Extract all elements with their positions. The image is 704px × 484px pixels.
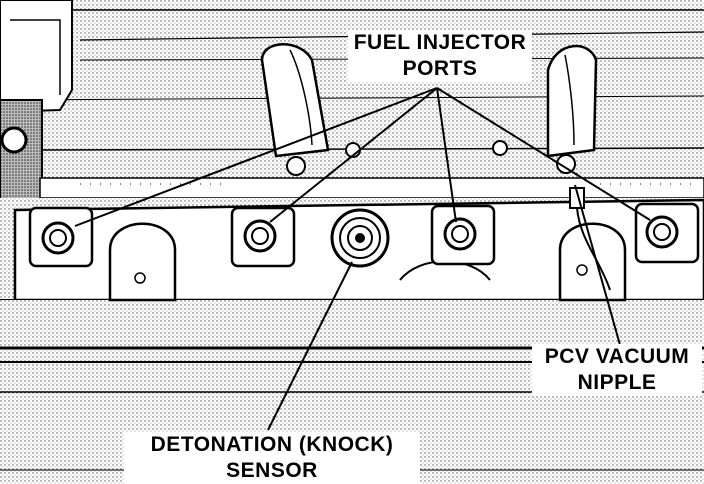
injector-port-3 xyxy=(430,204,496,266)
left-bracket xyxy=(0,0,73,211)
fuel-injector-ports xyxy=(28,202,700,268)
knock-sensor-line-1: DETONATION (KNOCK) xyxy=(150,433,394,456)
tick-band xyxy=(39,177,704,199)
knock-sensor xyxy=(330,208,390,268)
injector-port-1 xyxy=(28,206,94,268)
knock-sensor-label: DETONATION (KNOCK) SENSOR xyxy=(124,432,420,484)
knock-sensor-line-2: SENSOR xyxy=(226,459,318,482)
fuel-injector-ports-line-1: FUEL INJECTOR xyxy=(353,31,527,54)
pcv-vacuum-nipple-line-1: PCV VACUUM xyxy=(544,345,690,368)
intake-runners xyxy=(260,43,598,158)
injector-port-4 xyxy=(634,202,700,264)
manifold-lobes xyxy=(108,222,627,302)
pcv-vacuum-nipple-label: PCV VACUUM NIPPLE xyxy=(532,344,702,396)
pcv-vacuum-nipple-line-2: NIPPLE xyxy=(577,371,657,394)
fuel-injector-ports-line-2: PORTS xyxy=(402,57,478,80)
rail-bolts xyxy=(286,140,576,176)
fuel-injector-ports-label: FUEL INJECTOR PORTS xyxy=(348,30,532,82)
leader-lines xyxy=(74,87,651,431)
injector-port-2 xyxy=(230,206,296,268)
